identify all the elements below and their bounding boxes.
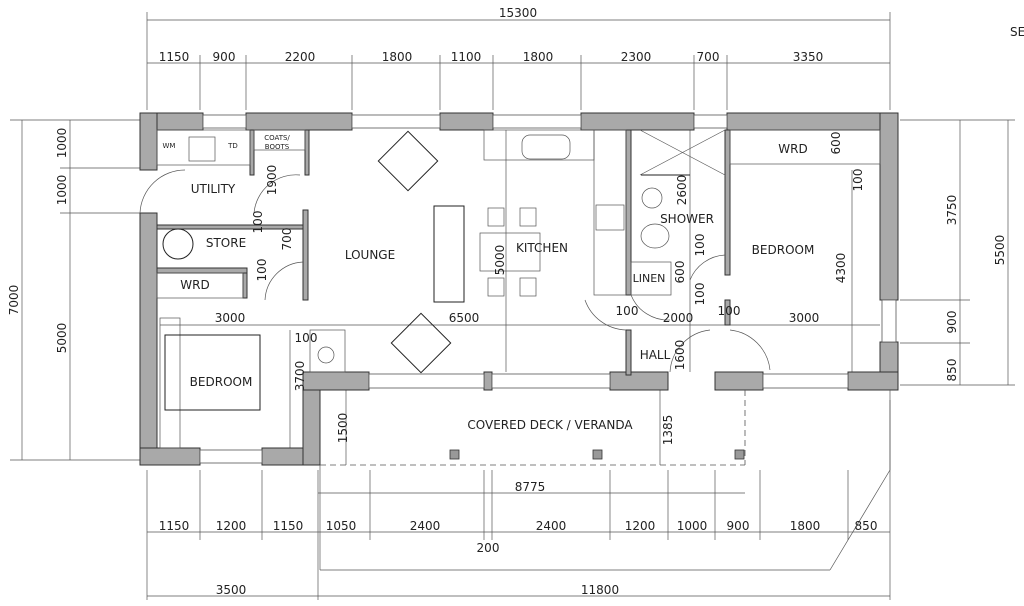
label-boots: BOOTS [265,143,290,151]
dim-bottom: 1050 [326,519,357,533]
room-store: STORE [206,236,246,250]
dim-right: 900 [945,311,959,334]
dim-interior: 600 [829,132,843,155]
dim-interior: 100 [255,259,269,282]
dim-interior: 8775 [515,480,546,494]
label-td: TD [227,142,238,150]
dim-left: 1000 [55,128,69,159]
dim-overall-top: 15300 [499,6,537,20]
room-wrd-right: WRD [778,142,807,156]
dim-top: 900 [213,50,236,64]
room-deck: COVERED DECK / VERANDA [467,418,633,432]
dim-interior: 1500 [336,413,350,444]
dim-top: 2300 [621,50,652,64]
windows [199,114,897,464]
walls [139,112,899,466]
dim-interior: 1385 [661,415,675,446]
dim-interior: 3000 [789,311,820,325]
dim-interior: 600 [673,261,687,284]
dim-interior: 6500 [449,311,480,325]
dim-overall-left: 7000 [7,285,21,316]
dimension-lines [10,12,1015,600]
dim-interior: 4300 [834,253,848,284]
dim-overall-bottom: 3500 [216,583,247,597]
dim-interior: 2600 [675,175,689,206]
dim-top: 3350 [793,50,824,64]
room-utility: UTILITY [191,182,236,196]
dim-top: 1800 [382,50,413,64]
dim-interior: 2000 [663,311,694,325]
room-lounge: LOUNGE [345,248,395,262]
dim-bottom: 1800 [790,519,821,533]
dim-interior: 5000 [493,245,507,276]
dim-top: 700 [697,50,720,64]
dim-top: 1150 [159,50,190,64]
dim-interior: 100 [718,304,741,318]
dim-interior: 700 [280,228,294,251]
corner-label: SE [1010,25,1024,39]
deck [319,390,891,571]
dim-bottom: 1150 [273,519,304,533]
dim-overall-bottom: 11800 [581,583,619,597]
dim-left: 5000 [55,323,69,354]
room-bedroom-right: BEDROOM [752,243,815,257]
dim-interior: 3000 [215,311,246,325]
label-coats: COATS/ [264,134,290,142]
dim-top: 1800 [523,50,554,64]
dim-overall-right: 5500 [993,235,1007,266]
dim-interior: 100 [693,234,707,257]
dim-bottom: 1200 [216,519,247,533]
dim-interior: 100 [251,211,265,234]
dim-interior: 100 [693,283,707,306]
room-bedroom-left: BEDROOM [190,375,253,389]
label-wm: WM [163,142,176,150]
dim-right: 850 [945,359,959,382]
dim-interior: 100 [295,331,318,345]
dim-interior: 3700 [293,361,307,392]
dimensions: 15300 1150 900 2200 1800 1100 1800 2300 … [7,6,1007,597]
dim-top: 1100 [451,50,482,64]
room-shower: SHOWER [660,212,714,226]
dim-bottom-extra: 200 [477,541,500,555]
dim-bottom: 900 [727,519,750,533]
dim-bottom: 2400 [536,519,567,533]
room-hall: HALL [640,348,671,362]
dim-bottom: 850 [855,519,878,533]
dim-interior: 1900 [265,165,279,196]
dim-bottom: 1000 [677,519,708,533]
dim-bottom: 2400 [410,519,441,533]
room-linen: LINEN [633,272,666,285]
dim-bottom: 1150 [159,519,190,533]
room-kitchen: KITCHEN [516,241,568,255]
room-wrd-left: WRD [180,278,209,292]
dim-bottom: 1200 [625,519,656,533]
dim-left: 1000 [55,175,69,206]
dim-interior: 1600 [673,340,687,371]
dim-top: 2200 [285,50,316,64]
dim-interior: 100 [851,169,865,192]
furniture [139,129,881,449]
dim-interior: 100 [616,304,639,318]
dim-right: 3750 [945,195,959,226]
